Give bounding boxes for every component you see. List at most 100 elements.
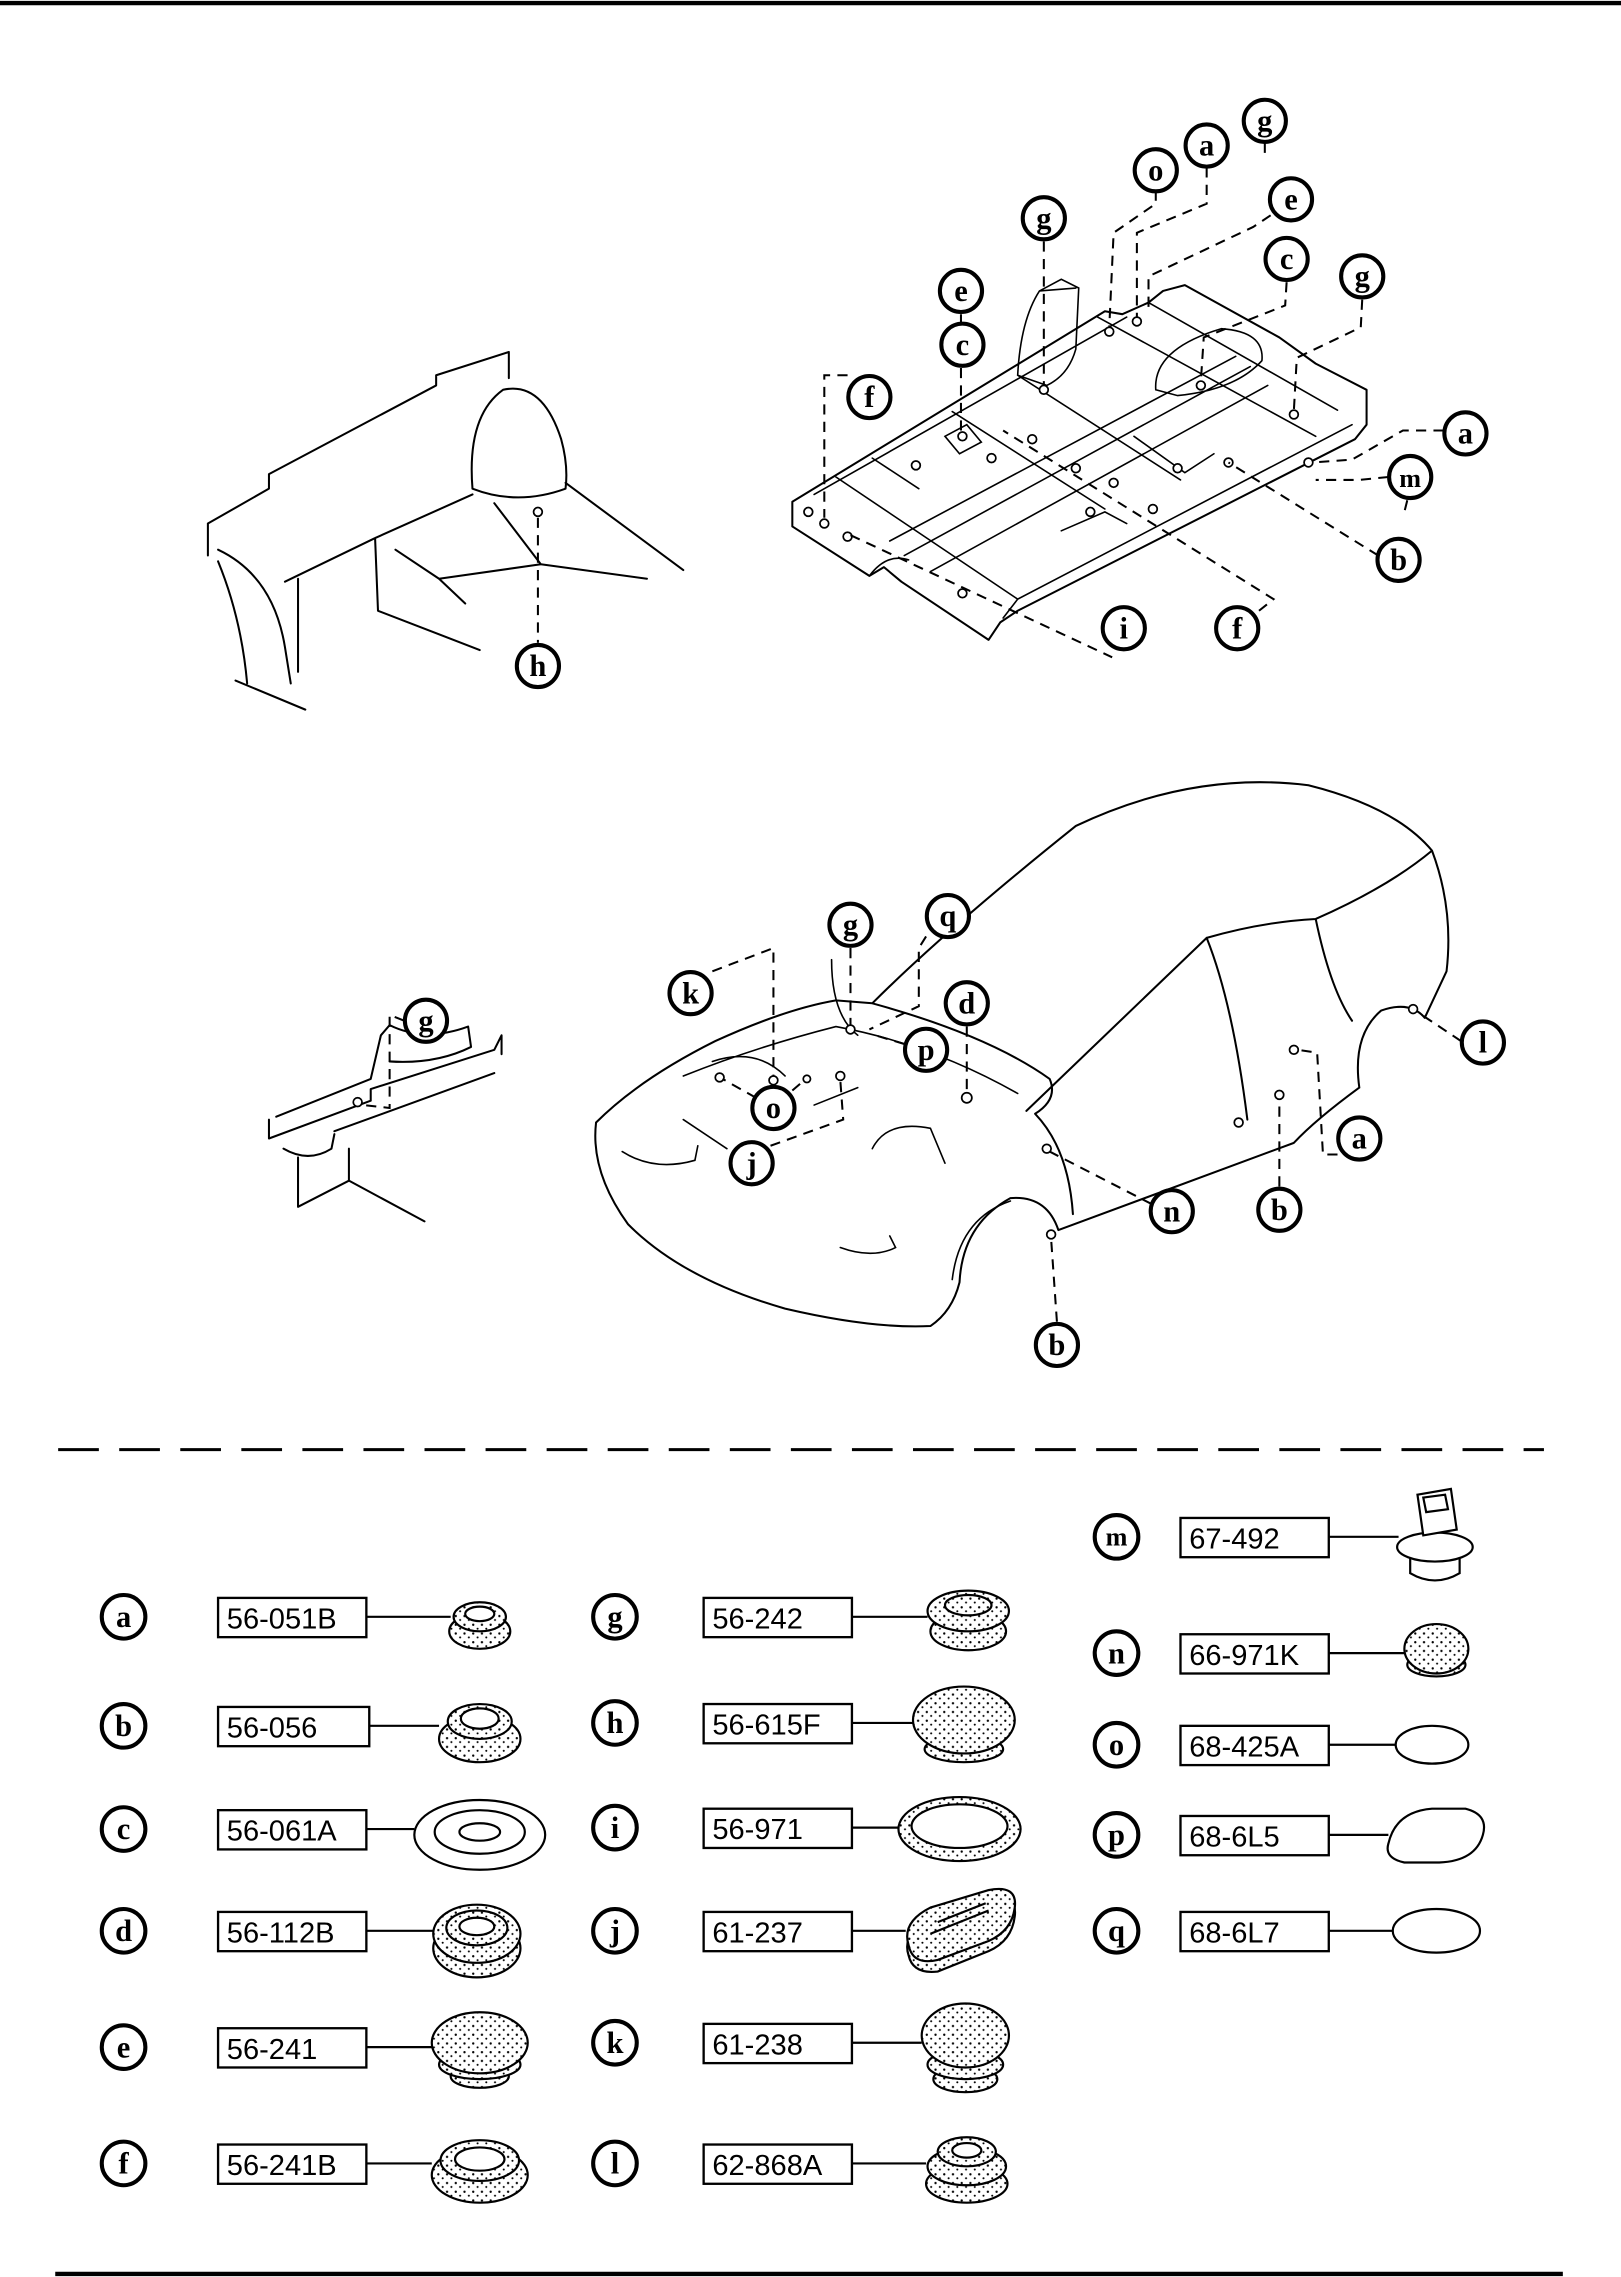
callout-l: l: [1459, 1019, 1507, 1066]
rear-panel-outline: [206, 350, 685, 711]
part-number: 62-868A: [712, 2150, 822, 2182]
seal-sheet-icon: [1394, 1724, 1470, 1765]
grommet-icon: [432, 1903, 522, 1979]
body-view: k g q d p o j l a n b b: [594, 781, 1507, 1369]
legend-letter: n: [1108, 1636, 1125, 1670]
legend-item-q: q 68-6L7: [1092, 1906, 1482, 1955]
part-number: 56-242: [712, 1603, 803, 1635]
callout-n: n: [1148, 1188, 1195, 1235]
callout-letter: b: [1390, 543, 1407, 577]
callout-letter: c: [1280, 242, 1294, 276]
legend-letter: a: [116, 1600, 131, 1634]
part-number-box: [1179, 1633, 1330, 1675]
legend-letter: e: [117, 2030, 131, 2064]
floor-pan-holes: [803, 316, 1314, 599]
washer-ring-icon: [897, 1795, 1022, 1863]
callout-b: b: [1256, 1186, 1303, 1233]
callout-letter: j: [746, 1146, 757, 1180]
part-number-box: [702, 1702, 854, 1745]
rear-wheelhouse-view: h: [206, 350, 685, 711]
floor-pan-view: o a g g e c g e c f a m b i f: [791, 97, 1489, 659]
callout-letter: g: [1036, 201, 1051, 235]
callout-letter: m: [1399, 464, 1421, 493]
grommet-icon: [926, 1589, 1011, 1652]
callout-g: g: [1020, 195, 1067, 242]
legend-letter: b: [115, 1709, 132, 1743]
oblong-plug-icon: [906, 1887, 1017, 1974]
callout-letter: g: [418, 1004, 433, 1038]
callout-letter: h: [529, 649, 546, 683]
legend-item-n: n 66-971K: [1092, 1622, 1470, 1678]
legend-item-c: c 56-061A: [99, 1798, 547, 1871]
seal-sheet-icon: [1391, 1907, 1482, 1954]
callout-g: g: [402, 997, 450, 1044]
callout-h: h: [514, 642, 562, 690]
legend-item-g: g 56-242: [591, 1589, 1011, 1652]
callout-letter: g: [1355, 260, 1370, 294]
callout-o: o: [750, 1084, 797, 1132]
washer-plug-icon: [413, 1798, 547, 1871]
legend-letter: k: [606, 2026, 623, 2060]
part-number: 56-056: [227, 1712, 318, 1744]
part-number: 56-051B: [227, 1603, 337, 1635]
legend-letter: q: [1108, 1914, 1125, 1948]
legend-letter: i: [611, 1811, 620, 1845]
callout-letter: d: [958, 986, 975, 1020]
part-number-box: [216, 1596, 368, 1639]
callout-letter: q: [939, 899, 956, 933]
part-number-box: [1179, 1516, 1330, 1559]
legend-item-j: j 61-237: [591, 1887, 1017, 1974]
callout-a: a: [1442, 410, 1489, 457]
callout-letter: a: [1352, 1122, 1367, 1156]
leader-line: [363, 1013, 405, 1110]
callout-letter: o: [766, 1091, 781, 1125]
legend-item-l: l 62-868A: [591, 2136, 1009, 2204]
plug-hole: [352, 1096, 363, 1108]
callout-d: d: [943, 980, 990, 1027]
callout-letter: f: [864, 380, 875, 414]
callout-e: e: [937, 267, 985, 315]
legend-letter: d: [115, 1914, 132, 1948]
legend-item-k: k 61-238: [591, 2002, 1011, 2094]
legend-letter: j: [609, 1914, 620, 1948]
callout-i: i: [1100, 605, 1147, 652]
legend-letter: p: [1108, 1818, 1125, 1852]
callout-k: k: [667, 970, 714, 1017]
floor-pan-leaders: [823, 142, 1444, 659]
floor-pan-details: [813, 278, 1353, 619]
callout-f: f: [1214, 605, 1261, 652]
body-outline: [594, 781, 1450, 1328]
part-number: 56-112B: [227, 1917, 335, 1949]
part-number: 56-241B: [227, 2150, 337, 2182]
callout-letter: l: [1479, 1026, 1487, 1060]
grommet-icon: [437, 1702, 522, 1764]
part-number: 66-971K: [1189, 1640, 1299, 1672]
callout-letter: p: [918, 1033, 935, 1067]
legend-letter: o: [1109, 1728, 1124, 1762]
part-number: 61-237: [712, 1917, 803, 1949]
callout-j: j: [728, 1140, 775, 1187]
legend-letter: h: [606, 1706, 623, 1740]
parts-legend: a 56-051B b 56-056 c: [99, 1487, 1486, 2204]
callout-letter: f: [1232, 611, 1243, 645]
callout-letter: e: [1284, 183, 1298, 217]
callout-letter: a: [1458, 417, 1473, 451]
front-rail-view: g: [267, 997, 503, 1223]
part-number: 56-061A: [227, 1816, 337, 1848]
callout-g: g: [827, 901, 874, 948]
grommet-icon: [924, 2136, 1009, 2204]
callout-q: q: [924, 892, 972, 940]
callout-c: c: [1263, 235, 1310, 283]
legend-item-h: h 56-615F: [591, 1685, 1016, 1764]
callout-p: p: [902, 1026, 950, 1073]
legend-item-p: p 68-6L5: [1092, 1807, 1486, 1864]
callout-o: o: [1132, 147, 1179, 194]
part-number-box: [216, 1705, 371, 1748]
part-number: 68-6L5: [1189, 1822, 1280, 1854]
dome-plug-icon: [920, 2002, 1011, 2094]
part-number: 56-241: [227, 2034, 318, 2066]
grommet-icon: [448, 1601, 512, 1650]
callout-letter: c: [956, 328, 970, 362]
body-leaders: [712, 935, 1462, 1322]
